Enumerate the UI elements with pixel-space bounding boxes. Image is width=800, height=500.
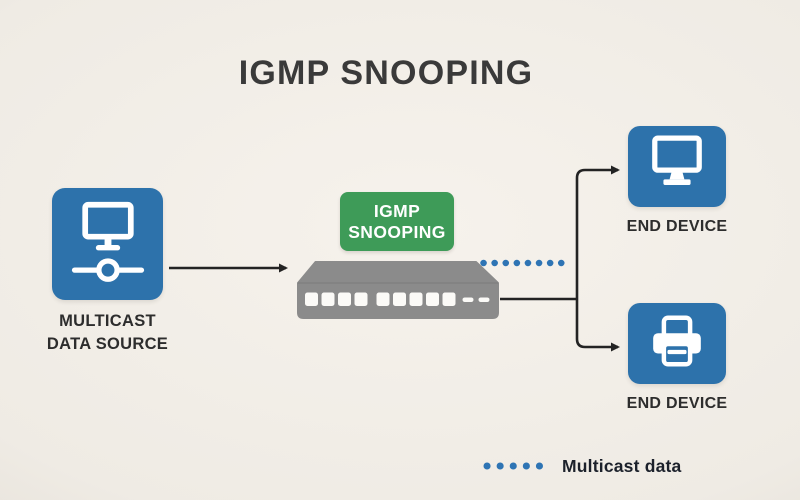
legend-dotted-line-swatch xyxy=(483,462,549,470)
badge-line2: SNOOPING xyxy=(348,221,446,242)
page-title: IGMP SNOOPING xyxy=(238,54,534,92)
network-switch-icon xyxy=(297,261,499,319)
multicast-source-box xyxy=(52,188,163,300)
branch-arrow-bottom xyxy=(575,338,620,352)
legend: Multicast data xyxy=(483,454,682,478)
multicast-source-label: MULTICAST DATA SOURCE xyxy=(7,310,208,356)
monitor-icon xyxy=(646,135,708,198)
legend-label: Multicast data xyxy=(562,455,682,476)
multicast-source-label-line2: DATA SOURCE xyxy=(46,335,169,353)
end-device-bottom-label: END DEVICE xyxy=(626,395,728,412)
multicast-source-label-line1: MULTICAST xyxy=(59,312,156,330)
igmp-snooping-badge: IGMP SNOOPING xyxy=(340,192,454,251)
end-device-top-label: END DEVICE xyxy=(626,218,728,235)
switch-ports xyxy=(305,292,490,306)
networked-monitor-icon xyxy=(70,200,146,289)
printer-icon xyxy=(647,313,707,374)
end-device-top-box xyxy=(628,126,726,207)
branch-arrow-top xyxy=(575,165,620,339)
end-device-bottom-box xyxy=(628,303,726,384)
badge-line1: IGMP xyxy=(373,200,421,221)
